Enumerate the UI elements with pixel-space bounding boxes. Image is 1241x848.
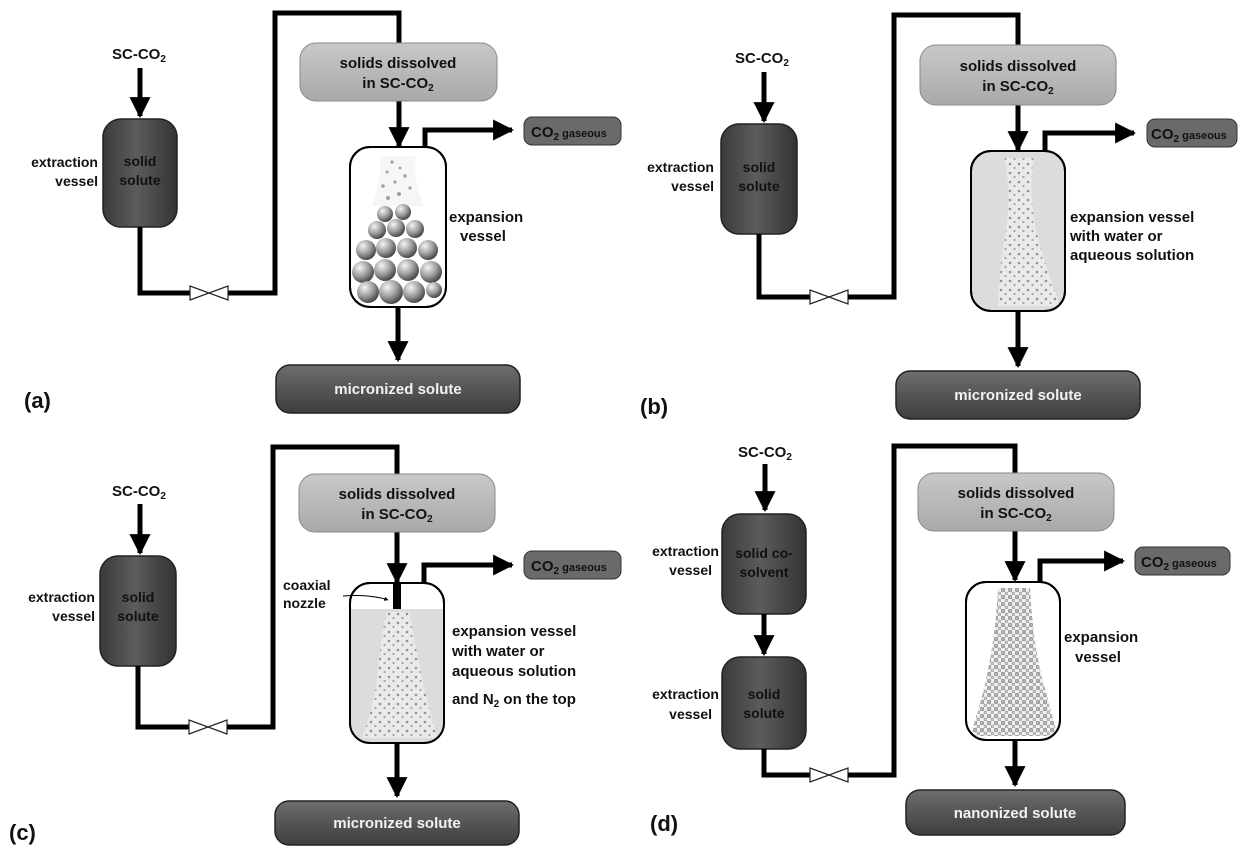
- dissolved-box: [917, 472, 1115, 532]
- feed-label-b: SC-CO2: [735, 50, 789, 69]
- panel-label-c: (c): [9, 820, 36, 845]
- vessel-side-label-line2: vessel: [671, 178, 714, 194]
- expansion-label-line3: aqueous solution: [1070, 247, 1194, 264]
- dissolved-box: [919, 44, 1117, 106]
- particles-fine: [998, 158, 1060, 306]
- vessel-side-label-line1: extraction: [647, 159, 714, 175]
- nozzle-pointer: [342, 595, 389, 601]
- vessel-content-line1: solid: [122, 589, 155, 605]
- product-label: micronized solute: [954, 387, 1082, 404]
- expansion-label-line2: with water or: [1069, 228, 1163, 245]
- exhaust-pipe: [1037, 550, 1126, 582]
- extraction-vessel-solute: [721, 656, 807, 750]
- vessel-content-line2: solute: [738, 178, 779, 194]
- exhaust-box: [1146, 118, 1238, 148]
- panel-label-d: (d): [650, 811, 678, 836]
- vessel-side-label-line2: vessel: [669, 706, 712, 722]
- pipe: [135, 666, 189, 730]
- exhaust-label: CO2 gaseous: [1141, 554, 1217, 573]
- nozzle-label-line2: nozzle: [283, 595, 326, 611]
- exhaust-label: CO2 gaseous: [531, 124, 607, 143]
- dissolved-line1: solids dissolved: [340, 55, 457, 72]
- product-bar: [905, 789, 1126, 836]
- expansion-label-line1: expansion: [1064, 629, 1138, 646]
- vessel-side-label-line1: extraction: [652, 543, 719, 559]
- exhaust-box: [523, 550, 622, 580]
- expansion-label-line2: vessel: [460, 228, 506, 245]
- dissolved-line2: in SC-CO2: [980, 505, 1052, 524]
- vessel-content-line2: solvent: [739, 564, 788, 580]
- dissolved-line1: solids dissolved: [960, 58, 1077, 75]
- vessel-content-line2: solute: [743, 705, 784, 721]
- product-label: micronized solute: [334, 381, 462, 398]
- particles-fine: [362, 612, 438, 738]
- exhaust-pipe: [422, 119, 515, 147]
- vessel-content-line1: solid co-: [735, 545, 793, 561]
- vessel-content-line2: solute: [119, 172, 160, 188]
- vessel-side-label-line2: vessel: [52, 608, 95, 624]
- particles-dense: [972, 588, 1056, 736]
- dissolved-line2: in SC-CO2: [361, 506, 433, 525]
- valve-icon: [188, 719, 228, 735]
- vessel-content-line1: solid: [124, 153, 157, 169]
- expansion-label-line1: expansion vessel: [452, 623, 576, 640]
- valve-icon: [809, 289, 849, 305]
- panel-a: SC-CO2 solid solute extraction vessel so…: [24, 10, 622, 414]
- exhaust-label: CO2 gaseous: [531, 558, 607, 577]
- panel-label-b: (b): [640, 394, 668, 419]
- dissolved-line2: in SC-CO2: [362, 75, 434, 94]
- expansion-label-line4: and N2 on the top: [452, 691, 576, 710]
- expansion-label-line1: expansion: [449, 209, 523, 226]
- vessel-side-label-line2: vessel: [669, 562, 712, 578]
- expansion-label-line3: aqueous solution: [452, 663, 576, 680]
- dissolved-box: [298, 473, 496, 533]
- vessel-content-line1: solid: [743, 159, 776, 175]
- panel-b: SC-CO2 solid solute extraction vessel so…: [640, 12, 1238, 420]
- feed-label-c: SC-CO2: [112, 483, 166, 502]
- nozzle-label-line1: coaxial: [283, 577, 330, 593]
- product-bar: [275, 364, 521, 414]
- pipe: [756, 234, 810, 300]
- expansion-label-line2: vessel: [1075, 649, 1121, 666]
- product-label: micronized solute: [333, 815, 461, 832]
- vessel-side-label-line1: extraction: [652, 686, 719, 702]
- vessel-content-line1: solid: [748, 686, 781, 702]
- vessel-content-line2: solute: [117, 608, 158, 624]
- panel-c: SC-CO2 solid solute extraction vessel so…: [9, 444, 622, 846]
- product-bar: [274, 800, 520, 846]
- exhaust-pipe: [421, 554, 515, 583]
- product-bar: [895, 370, 1141, 420]
- dissolved-line2: in SC-CO2: [982, 78, 1054, 97]
- exhaust-box: [523, 116, 622, 146]
- exhaust-label: CO2 gaseous: [1151, 126, 1227, 145]
- vessel-side-label-line1: extraction: [28, 589, 95, 605]
- feed-label-a: SC-CO2: [112, 46, 166, 65]
- pipe: [137, 227, 190, 296]
- vessel-side-label-line1: extraction: [31, 154, 98, 170]
- panel-d: SC-CO2 solid co- solvent extraction vess…: [650, 443, 1231, 836]
- pipe: [761, 749, 810, 778]
- panel-label-a: (a): [24, 388, 51, 413]
- dissolved-box: [299, 42, 498, 102]
- dissolved-line1: solids dissolved: [958, 485, 1075, 502]
- particles-large: [352, 156, 442, 304]
- expansion-label-line1: expansion vessel: [1070, 209, 1194, 226]
- exhaust-box: [1134, 546, 1231, 576]
- dissolved-line1: solids dissolved: [339, 486, 456, 503]
- product-label: nanonized solute: [954, 805, 1077, 822]
- exhaust-pipe: [1042, 122, 1137, 151]
- feed-label-d: SC-CO2: [738, 444, 792, 463]
- expansion-label-line2: with water or: [451, 643, 545, 660]
- coaxial-nozzle: [393, 583, 401, 609]
- valve-icon: [189, 285, 229, 301]
- vessel-side-label-line2: vessel: [55, 173, 98, 189]
- valve-icon: [809, 767, 849, 783]
